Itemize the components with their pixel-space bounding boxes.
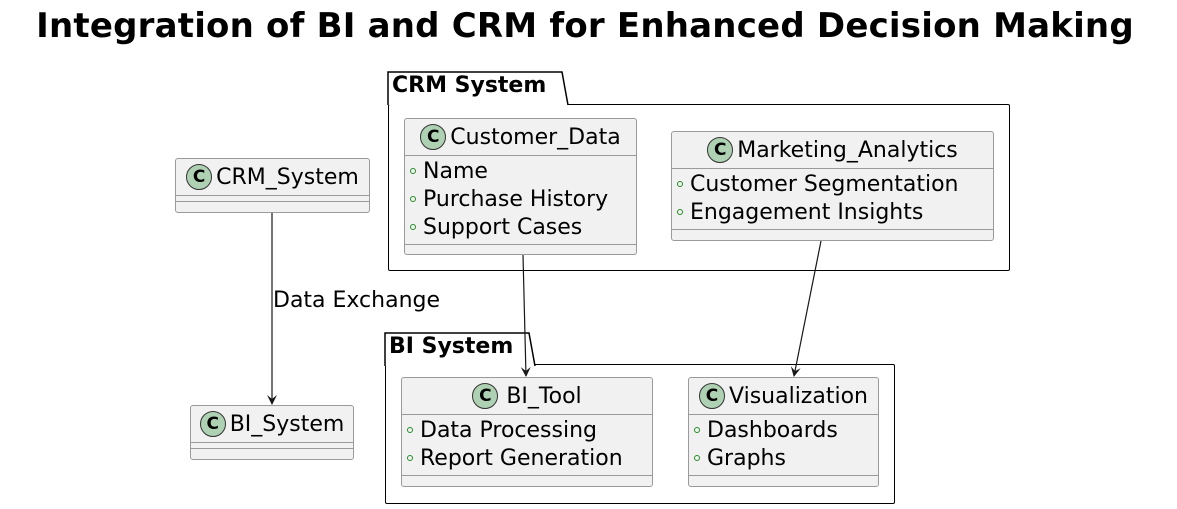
class-name: Customer_Data [450,124,621,150]
methods-compartment [689,475,878,481]
public-visibility-icon [410,196,416,202]
attribute-item: Purchase History [405,185,636,213]
methods-compartment [402,475,652,481]
attribute-item: Engagement Insights [672,198,993,226]
attribute-item: Data Processing [402,416,652,444]
public-visibility-icon [694,427,700,433]
attribute-item: Graphs [689,444,878,472]
attributes-compartment: Name Purchase History Support Cases [405,155,636,244]
methods-compartment [672,229,993,235]
class-name: Marketing_Analytics [737,137,958,163]
methods-compartment [176,201,369,207]
class-header: C Customer_Data [405,119,636,155]
class-header: C BI_System [191,406,353,442]
class-name: CRM_System [216,164,359,190]
class-header: C BI_Tool [402,378,652,414]
class-stereotype-icon: C [420,124,447,150]
public-visibility-icon [694,455,700,461]
methods-compartment [405,244,636,250]
class-bi-tool[interactable]: C BI_Tool Data Processing Report Generat… [401,377,653,487]
attributes-compartment: Customer Segmentation Engagement Insight… [672,168,993,229]
package-bi-label: BI System [389,334,514,359]
class-name: BI_System [229,411,345,437]
class-header: C Marketing_Analytics [672,132,993,168]
edge-customer-data-to-bi-tool [520,254,531,377]
class-customer-data[interactable]: C Customer_Data Name Purchase History Su… [404,118,637,255]
public-visibility-icon [407,427,413,433]
diagram-title: Integration of BI and CRM for Enhanced D… [36,6,1134,46]
methods-compartment [191,448,353,454]
attribute-item: Support Cases [405,213,636,241]
public-visibility-icon [410,224,416,230]
class-stereotype-icon: C [699,383,726,409]
edge-marketing-analytics-to-visualization [790,240,822,377]
class-header: C CRM_System [176,159,369,195]
class-visualization[interactable]: C Visualization Dashboards Graphs [688,377,879,487]
public-visibility-icon [410,168,416,174]
class-name: Visualization [729,383,868,409]
attributes-compartment [176,195,369,201]
class-marketing-analytics[interactable]: C Marketing_Analytics Customer Segmentat… [671,131,994,241]
attribute-item: Customer Segmentation [672,170,993,198]
attribute-item: Report Generation [402,444,652,472]
package-crm-tab-outline [387,71,569,106]
package-bi-tab-outline [384,332,536,367]
package-crm-label: CRM System [392,73,547,98]
class-bi-system[interactable]: C BI_System [190,405,354,460]
attributes-compartment: Data Processing Report Generation [402,414,652,475]
attributes-compartment [191,442,353,448]
class-stereotype-icon: C [707,137,734,163]
attribute-item: Dashboards [689,416,878,444]
class-header: C Visualization [689,378,878,414]
class-stereotype-icon: C [186,164,213,190]
attributes-compartment: Dashboards Graphs [689,414,878,475]
public-visibility-icon [407,455,413,461]
class-name: BI_Tool [506,383,582,409]
attribute-item: Name [405,157,636,185]
class-stereotype-icon: C [199,411,226,437]
public-visibility-icon [677,181,683,187]
class-stereotype-icon: C [472,383,499,409]
public-visibility-icon [677,209,683,215]
class-crm-system[interactable]: C CRM_System [175,158,370,213]
edge-label-data-exchange: Data Exchange [273,288,441,313]
